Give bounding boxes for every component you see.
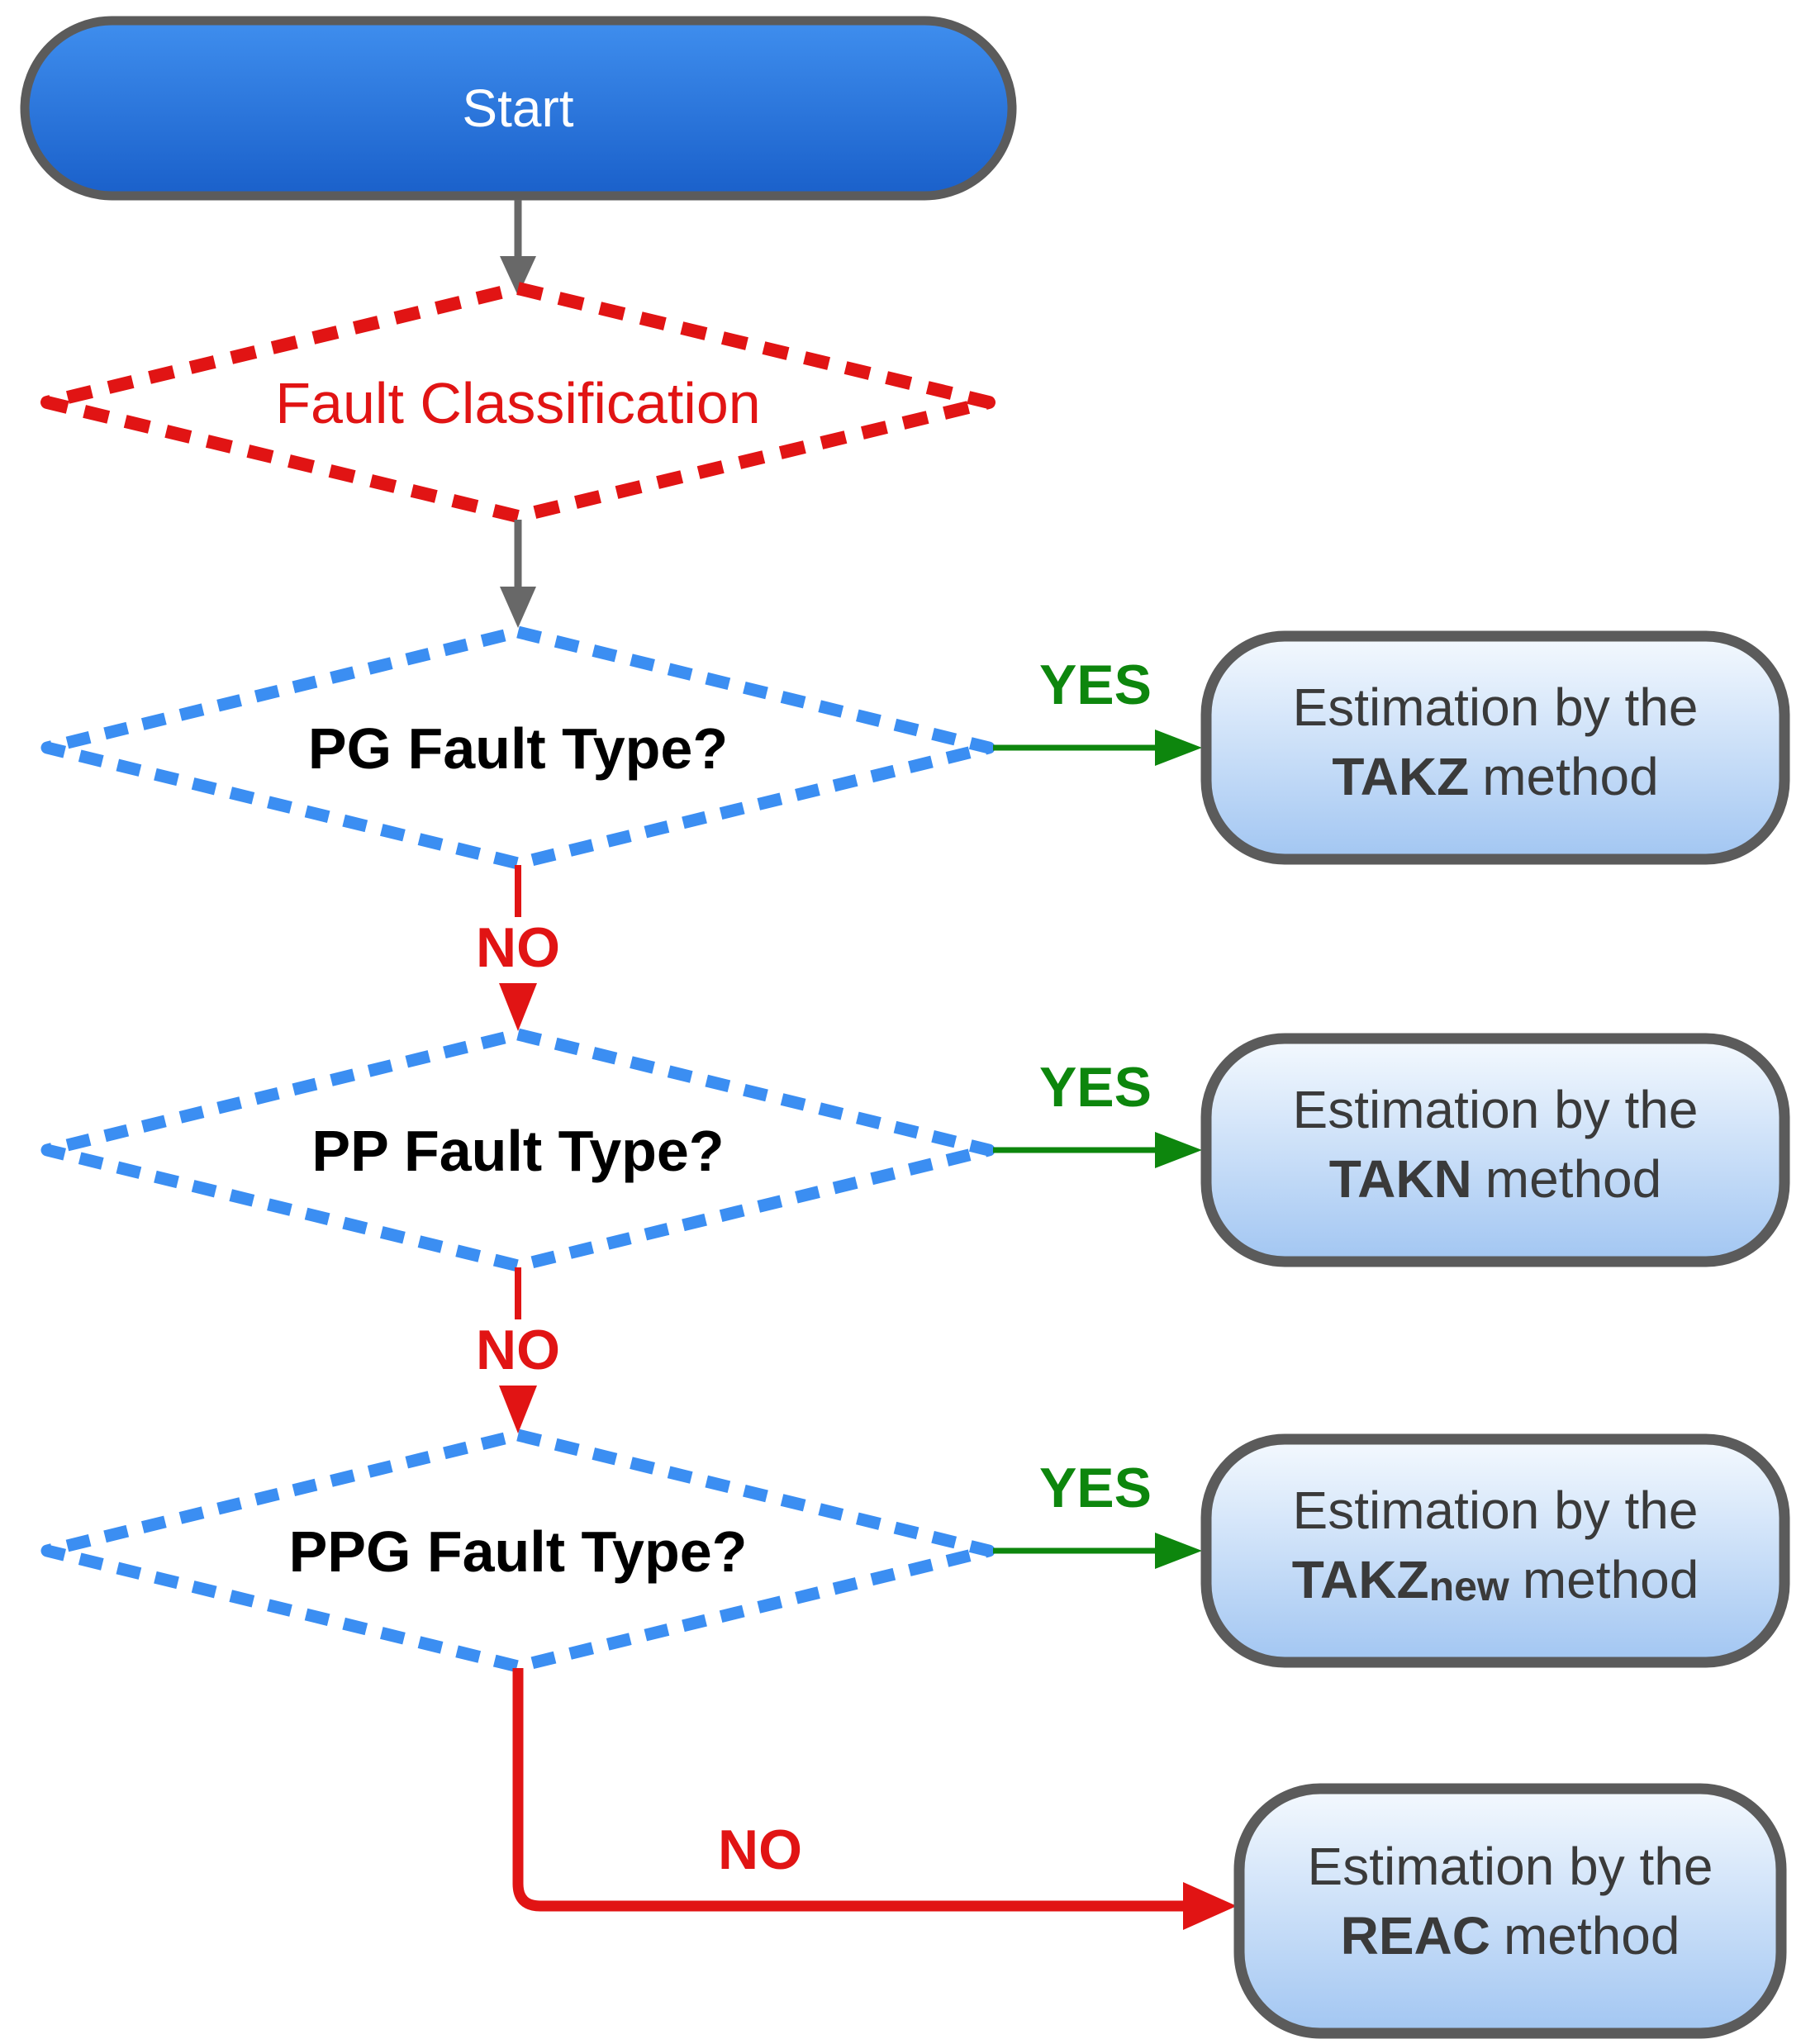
edge-ppg-yes: YES [993,1457,1202,1569]
arrow-head-icon [499,1386,537,1433]
arrow-head-icon [499,983,537,1031]
node-fault-classification: Fault Classification [40,282,996,523]
yes-label: YES [1039,654,1152,716]
node-decision-pg: PG Fault Type? [40,625,996,870]
edge-pp-yes: YES [993,1056,1202,1168]
fault-classification-diamond [40,282,996,523]
start-shape [20,16,1017,201]
arrow-head-icon [1155,730,1202,766]
takn-line1: Estimation by the [1293,1080,1699,1139]
arrow-head-icon [500,587,536,628]
arrow-head-icon [1183,1882,1237,1930]
edge-ppg-no: NO [512,1668,1237,1930]
edge-pp-no: NO [476,1267,560,1433]
edge-start-to-classification [500,200,536,296]
takz-new-line1: Estimation by the [1293,1481,1699,1540]
yes-label: YES [1039,1457,1152,1519]
no-label: NO [718,1818,802,1881]
pg-decision-label: PG Fault Type? [308,716,728,781]
pg-decision-diamond [40,625,996,870]
node-start: Start [20,16,1017,201]
arrow-head-icon [1155,1533,1202,1569]
takn-box-shape [1200,1033,1790,1267]
no-label: NO [476,1319,560,1381]
takz-box-shape [1200,630,1790,865]
pp-decision-diamond [40,1028,996,1272]
reac-box-shape [1233,1783,1787,2039]
fault-classification-label: Fault Classification [275,371,760,435]
node-decision-pp: PP Fault Type? [40,1028,996,1272]
edge-classification-to-pg [500,520,536,628]
no-label: NO [476,916,560,979]
edge-pg-yes: YES [993,654,1202,766]
arrow-elbow-line [512,1668,1183,1912]
node-decision-ppg: PPG Fault Type? [40,1428,996,1673]
takz-line1: Estimation by the [1293,677,1699,737]
yes-label: YES [1039,1056,1152,1119]
arrow-head-icon [500,256,536,296]
edge-pg-no: NO [476,865,560,1031]
ppg-decision-diamond [40,1428,996,1673]
pp-decision-label: PP Fault Type? [311,1119,724,1183]
takz-new-box-shape [1200,1433,1790,1668]
arrow-head-icon [1155,1132,1202,1168]
start-label: Start [462,78,573,138]
ppg-decision-label: PPG Fault Type? [289,1519,748,1584]
reac-line1: Estimation by the [1308,1837,1713,1896]
